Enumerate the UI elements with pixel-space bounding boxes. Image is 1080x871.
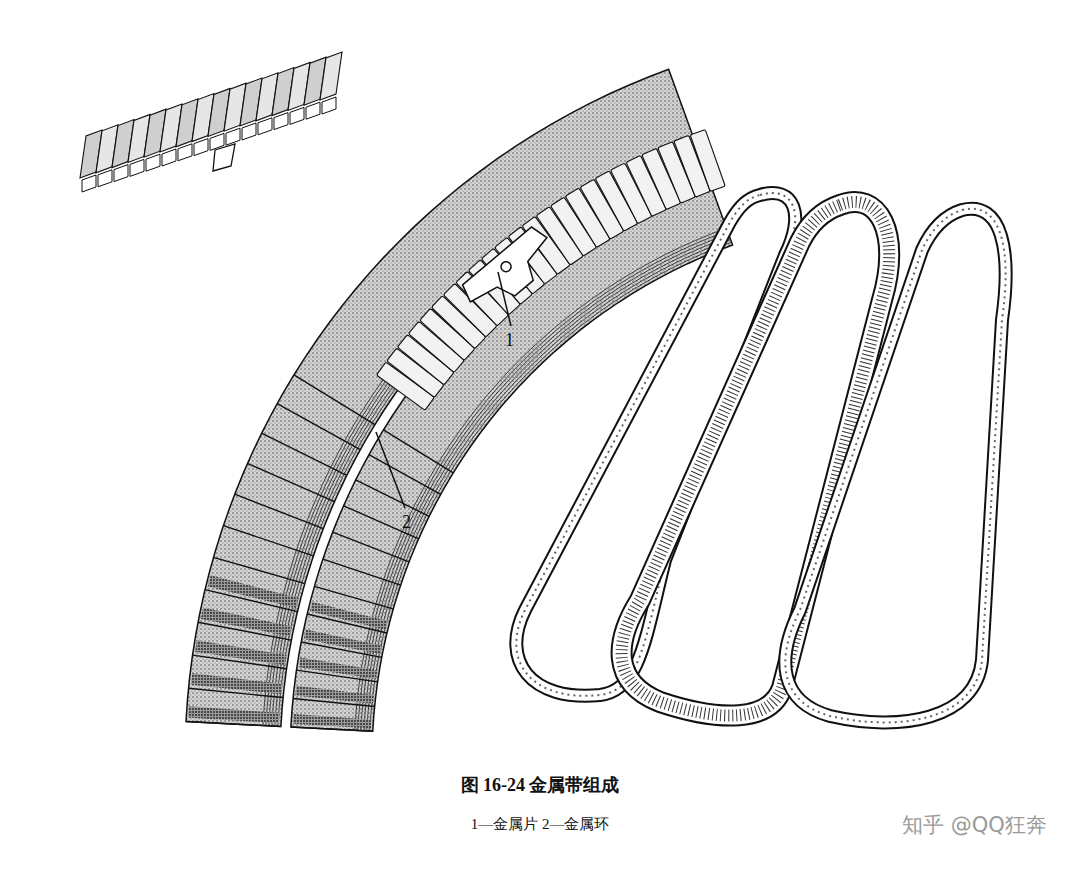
callout-number: 2	[402, 512, 411, 534]
stacked-element-base	[98, 170, 112, 187]
metal-element-stack	[80, 52, 342, 192]
stacked-element-base	[242, 123, 256, 140]
watermark: 知乎 @QQ狂奔	[902, 813, 1047, 838]
ring-step	[213, 557, 304, 583]
metal-element-arc	[376, 130, 725, 411]
stacked-element-base	[226, 128, 240, 145]
ring-layer	[355, 228, 727, 730]
ring-shade	[310, 602, 388, 630]
ring-step	[356, 480, 429, 516]
ring-step	[235, 494, 324, 528]
ring-step	[344, 506, 419, 539]
element-hole	[499, 260, 513, 274]
ring-step	[262, 433, 347, 475]
leader-line	[498, 272, 511, 326]
stacked-element-base	[130, 159, 144, 176]
ring-layer	[361, 234, 729, 731]
ring-step	[323, 559, 401, 585]
ring-shade	[195, 640, 287, 665]
loop-face	[785, 209, 1005, 723]
ring-step	[277, 404, 360, 450]
loop-outline	[785, 209, 1005, 723]
figure-caption: 图 16-24 金属带组成	[461, 775, 620, 797]
stacked-element-base	[258, 118, 272, 135]
stacked-element-base	[290, 107, 304, 124]
ring-shade	[191, 673, 283, 694]
stacked-element-base	[114, 165, 128, 182]
ring-shade	[208, 575, 299, 608]
leader-lines	[376, 272, 511, 508]
leader-line	[376, 432, 405, 508]
stacked-element-base	[322, 97, 336, 114]
ring-shade	[293, 714, 371, 728]
loop-texture	[516, 193, 795, 696]
stacked-element-base	[178, 144, 192, 161]
ring-step	[369, 455, 441, 495]
loop-face	[516, 193, 795, 696]
ring-shade	[299, 657, 377, 678]
exposed-element	[459, 224, 563, 320]
stacked-element-base	[194, 139, 208, 156]
ring-layer	[364, 237, 730, 731]
metal-element	[690, 130, 725, 192]
stacked-element-base	[162, 149, 176, 166]
part-legend-line: 1—金属片 2—金属环	[471, 815, 610, 833]
element-notch	[213, 144, 235, 171]
ring-step	[248, 463, 335, 501]
ring-step	[383, 430, 453, 473]
ring-layer	[358, 231, 728, 731]
stacked-element	[320, 52, 342, 100]
callout-number: 1	[505, 330, 514, 352]
stacked-element-base	[306, 102, 320, 119]
element-face	[459, 224, 563, 320]
loop-texture	[785, 209, 1005, 723]
ring-step	[314, 586, 393, 609]
ring-shade	[304, 629, 382, 654]
stacked-element-base	[146, 154, 160, 171]
belt-loops	[516, 193, 1005, 722]
ring-step	[333, 532, 409, 562]
ring-shade	[188, 706, 280, 723]
ring-shade	[295, 686, 374, 704]
stacked-element-base	[82, 175, 96, 192]
ring-step	[294, 375, 375, 425]
ring-shade	[201, 608, 292, 637]
ring-step	[223, 526, 313, 556]
stacked-element-base	[274, 113, 288, 130]
loop-outline	[516, 193, 795, 696]
